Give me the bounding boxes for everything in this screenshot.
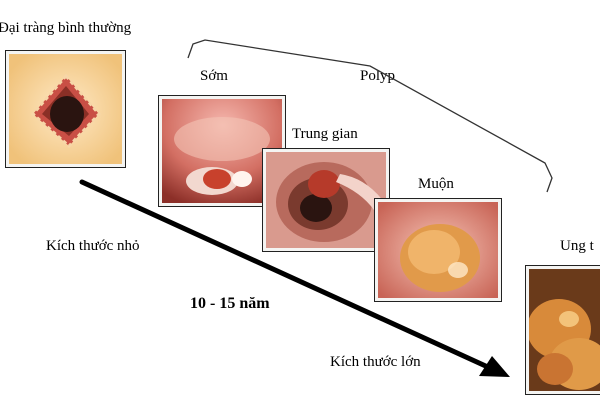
early-stage-label: Sớm bbox=[200, 68, 228, 84]
cancer-stage-label: Ung t bbox=[560, 238, 594, 254]
progression-arrow-shaft bbox=[79, 179, 493, 371]
cancer-photo bbox=[525, 265, 600, 395]
large-size-label: Kích thước lớn bbox=[330, 354, 421, 370]
polyp-bracket bbox=[187, 39, 553, 193]
late-polyp-photo bbox=[374, 198, 502, 302]
normal-colon-photo bbox=[5, 50, 126, 168]
late-stage-label: Muộn bbox=[418, 176, 454, 192]
progression-arrow-head bbox=[479, 356, 510, 377]
duration-label: 10 - 15 năm bbox=[190, 295, 270, 312]
intermediate-stage-label: Trung gian bbox=[292, 126, 358, 142]
polyp-group-label: Polyp bbox=[360, 68, 396, 84]
small-size-label: Kích thước nhỏ bbox=[46, 238, 140, 254]
normal-colon-label: Đại tràng bình thường bbox=[0, 20, 132, 36]
intermediate-polyp-photo bbox=[262, 148, 390, 252]
